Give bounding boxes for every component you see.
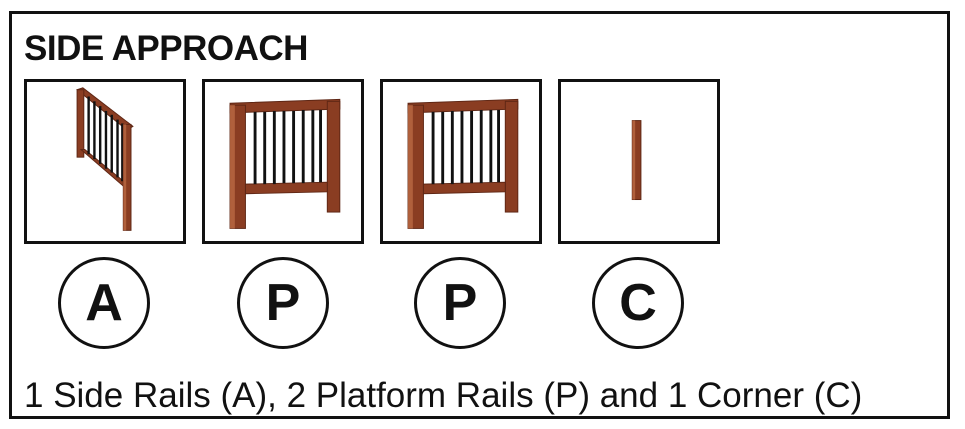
badge-label: A xyxy=(85,274,123,332)
badge-p: P xyxy=(414,257,506,349)
badge-label: P xyxy=(265,274,301,332)
platform-rail-icon xyxy=(229,98,341,229)
badge-c: C xyxy=(592,257,684,349)
badge-label: C xyxy=(619,274,657,332)
side-rail-icon xyxy=(76,87,134,231)
badge-p: P xyxy=(237,257,329,349)
platform-rail-icon xyxy=(407,98,519,229)
platform-rail-tile xyxy=(380,79,542,244)
diagram-caption: 1 Side Rails (A), 2 Platform Rails (P) a… xyxy=(24,376,863,415)
badge-label: P xyxy=(442,274,478,332)
badge-a: A xyxy=(58,257,150,349)
platform-rail-tile xyxy=(202,79,364,244)
corner-tile xyxy=(558,79,720,244)
corner-post-icon xyxy=(631,120,642,201)
diagram-title: SIDE APPROACH xyxy=(24,29,308,68)
side-rail-tile xyxy=(24,79,186,244)
